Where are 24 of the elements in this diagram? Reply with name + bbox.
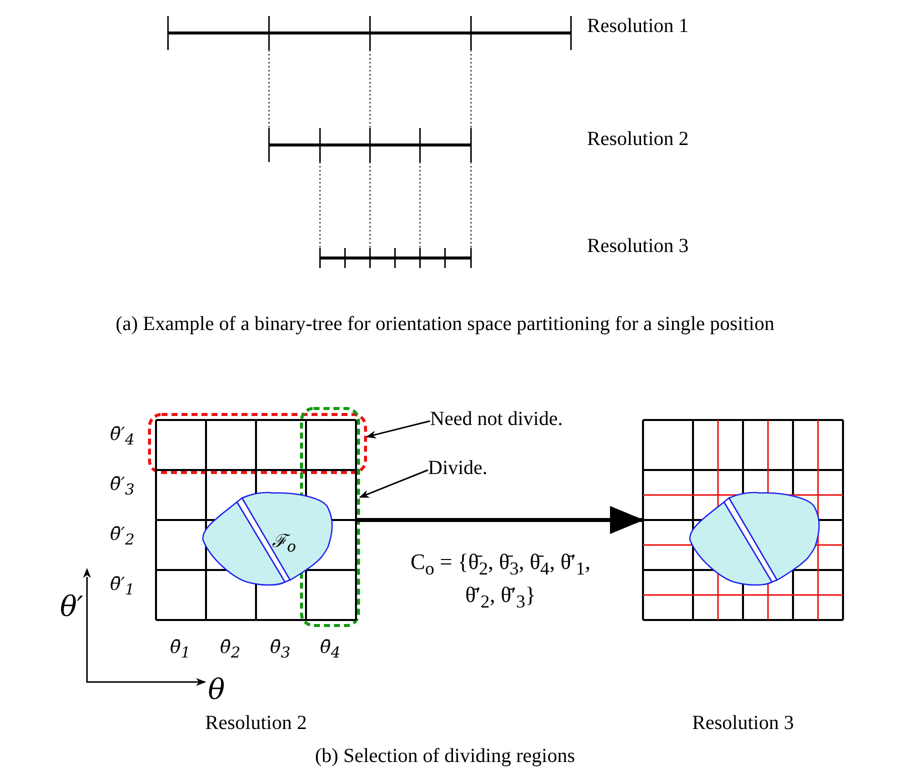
caption-text: Resolution 2 xyxy=(205,712,307,734)
resolution-label: Resolution 2 xyxy=(587,128,689,150)
math-symbol: θ̄$_{3}$ xyxy=(270,638,290,662)
leader-arrow xyxy=(359,469,428,498)
edge-label: C$_{o}$ = {θ̄$_{2}$, θ̄$_{3}$, θ̄$_{4}$, θ̄′$_{1}$, θ̄′$_{2}$, θ̄′$_{3}$} xyxy=(409,548,592,614)
math-symbol: θ̄$_{4}$ xyxy=(320,638,340,662)
math-symbol: θ̄′$_{1}$ xyxy=(110,575,134,598)
caption-text: (a) Example of a binary-tree for orientation space partitioning for a single position xyxy=(116,313,774,335)
resolution-label: Resolution 1 xyxy=(587,15,689,37)
math-symbol: ℱ$_{o}$ xyxy=(272,532,296,556)
annotation-text: Need not divide. xyxy=(430,408,580,434)
axis-label: θ′ xyxy=(60,592,84,623)
math-symbol: θ̄$_{1}$ xyxy=(170,638,190,662)
annotation-text: Divide. xyxy=(428,457,500,483)
math-symbol: θ̄$_{2}$ xyxy=(220,638,240,662)
math-symbol: θ̄′$_{2}$ xyxy=(110,525,134,548)
axis-label: θ xyxy=(208,675,225,706)
math-symbol: θ̄′$_{3}$ xyxy=(110,475,134,498)
resolution-label: Resolution 3 xyxy=(587,235,689,257)
arrow xyxy=(356,506,644,534)
caption-text: Resolution 3 xyxy=(692,712,794,734)
caption-text: (b) Selection of dividing regions xyxy=(315,745,575,767)
math-symbol: θ̄′$_{4}$ xyxy=(110,425,134,448)
leader-arrow xyxy=(366,420,430,438)
